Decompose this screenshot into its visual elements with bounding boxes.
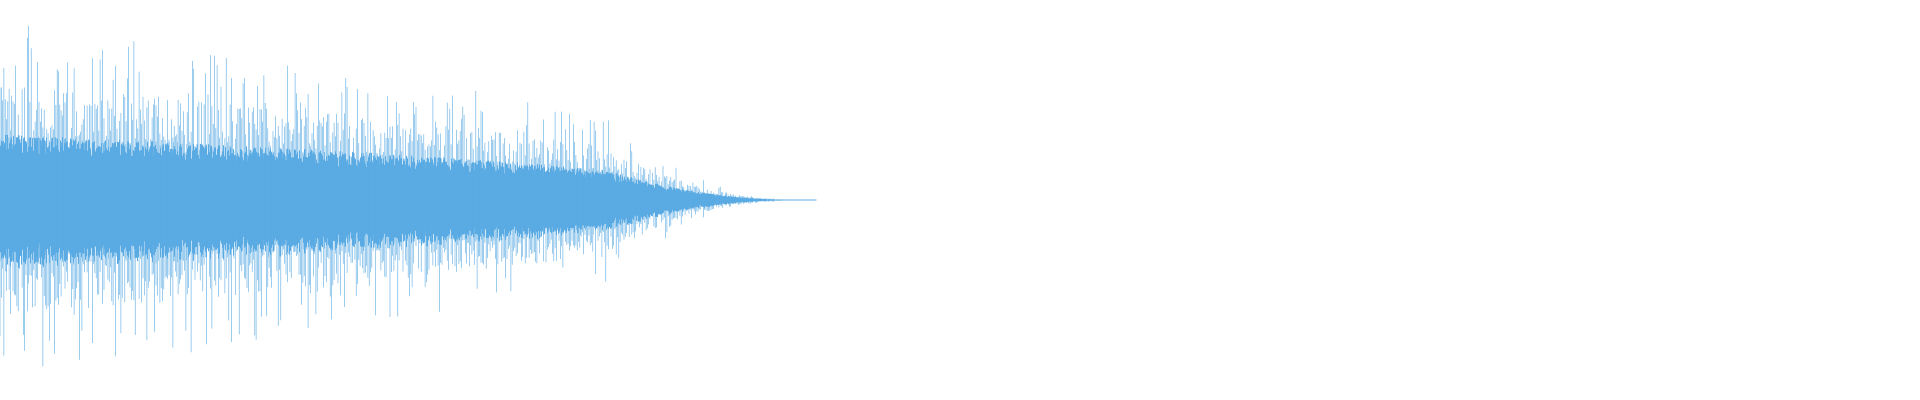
waveform-bars: [0, 25, 817, 367]
waveform-spikes: [0, 25, 799, 367]
